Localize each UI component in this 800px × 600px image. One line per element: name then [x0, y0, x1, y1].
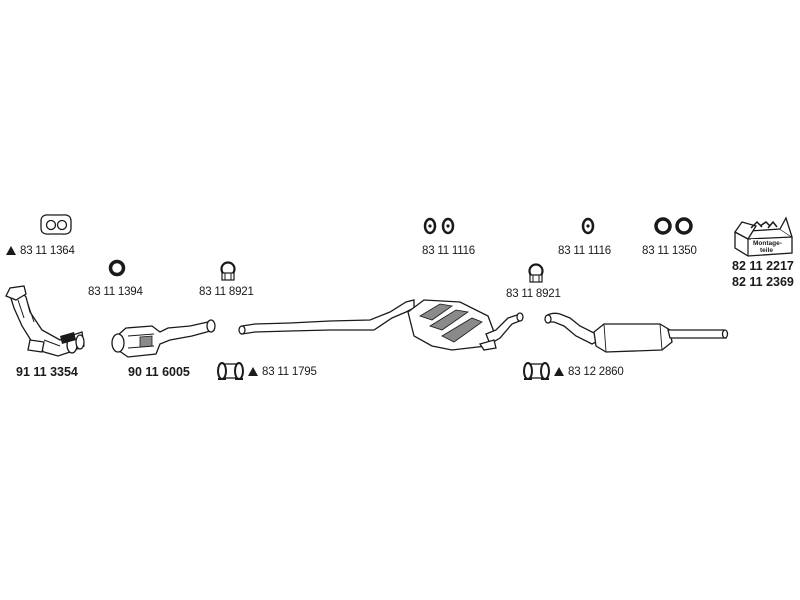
- rubber-mount-icon: [581, 217, 595, 235]
- catalyst-part-number: 90 11 6005: [128, 365, 190, 379]
- sealing-ring-icon: [108, 259, 126, 277]
- warning-triangle-icon: [6, 246, 16, 255]
- pipe-clamp-icon-2: [528, 263, 544, 283]
- clamp-sleeve-part-number: 83 11 1795: [248, 365, 317, 379]
- clamp-part-number: 83 11 8921: [199, 286, 254, 298]
- front-pipe-icon: [5, 285, 85, 357]
- rubber-ring-pair-icon: [654, 217, 693, 235]
- gasket-part-number-text: 83 11 1364: [20, 245, 75, 257]
- clamp-sleeve-2-part-number-text: 83 12 2860: [568, 366, 624, 378]
- ring-part-number: 83 11 1394: [88, 286, 143, 298]
- warning-triangle-icon-2: [248, 367, 258, 376]
- clamp-sleeve-icon: [217, 362, 244, 380]
- warning-triangle-icon-3: [554, 367, 564, 376]
- mount-pair-part-number: 83 11 1116: [422, 245, 475, 257]
- clamp-sleeve-2-part-number: 83 12 2860: [554, 365, 624, 379]
- kit-part-number-a: 82 11 2217: [732, 259, 794, 273]
- middle-silencer-pipe-icon: [238, 299, 524, 351]
- pipe-clamp-icon: [220, 261, 236, 281]
- mounting-kit-box-icon: Montage- teile: [734, 216, 793, 257]
- rubber-mount-pair-icon: [423, 217, 455, 235]
- clamp-sleeve-part-number-text: 83 11 1795: [262, 366, 317, 378]
- kit-box-text-line1: Montage-: [753, 240, 782, 247]
- kit-part-number-b: 82 11 2369: [732, 275, 794, 289]
- clamp-2-part-number: 83 11 8921: [506, 288, 561, 300]
- mount-part-number: 83 11 1116: [558, 245, 611, 257]
- flange-gasket-icon: [40, 214, 72, 235]
- rear-silencer-icon: [544, 312, 729, 353]
- clamp-sleeve-icon-2: [523, 362, 550, 380]
- gasket-part-number: 83 11 1364: [6, 244, 75, 258]
- catalytic-converter-icon: [111, 319, 216, 358]
- kit-box-text-line2: teile: [760, 247, 773, 254]
- front-pipe-part-number: 91 11 3354: [16, 365, 78, 379]
- ring-pair-part-number: 83 11 1350: [642, 245, 697, 257]
